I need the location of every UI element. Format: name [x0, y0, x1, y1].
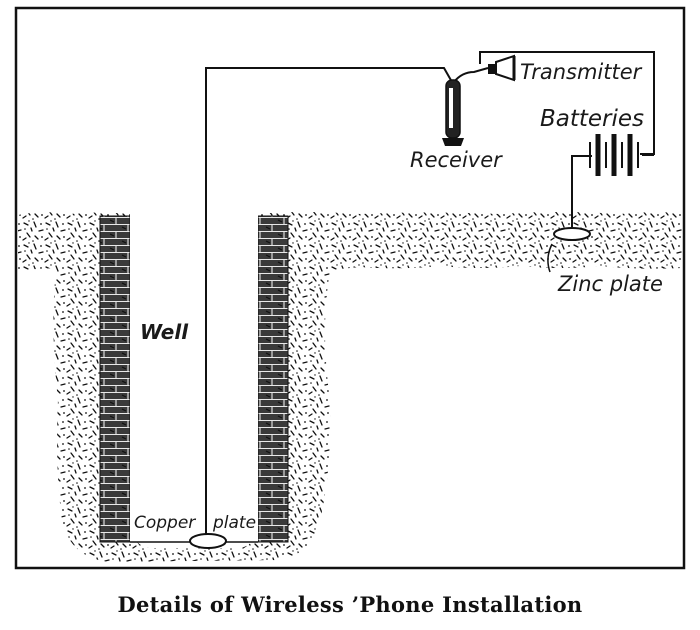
label-transmitter: Transmitter: [520, 60, 642, 84]
figure-caption: Details of Wireless ’Phone Installation: [117, 592, 583, 617]
wire-batteries-to-zinc: [571, 155, 592, 230]
wire-copper-to-receiver: [205, 67, 453, 538]
ground-soil: [18, 212, 682, 562]
label-well: Well: [140, 320, 189, 344]
label-zinc-plate: Zinc plate: [558, 272, 663, 296]
label-receiver: Receiver: [410, 148, 502, 172]
figure-frame: [14, 6, 686, 570]
label-plate: plate: [213, 513, 257, 533]
wire-receiver-to-transmitter: [453, 67, 489, 83]
copper-plate: [189, 533, 227, 549]
zinc-plate: [553, 227, 591, 241]
well-wall-right: [257, 215, 289, 543]
batteries-icon: [589, 134, 654, 176]
well-shaft: [130, 212, 258, 542]
well-wall-left: [99, 215, 131, 543]
zinc-plate-pointer: [547, 243, 553, 273]
transmitter-icon: [488, 54, 516, 82]
label-batteries: Batteries: [540, 106, 645, 132]
receiver-icon: [442, 79, 464, 146]
label-copper: Copper: [134, 513, 196, 533]
